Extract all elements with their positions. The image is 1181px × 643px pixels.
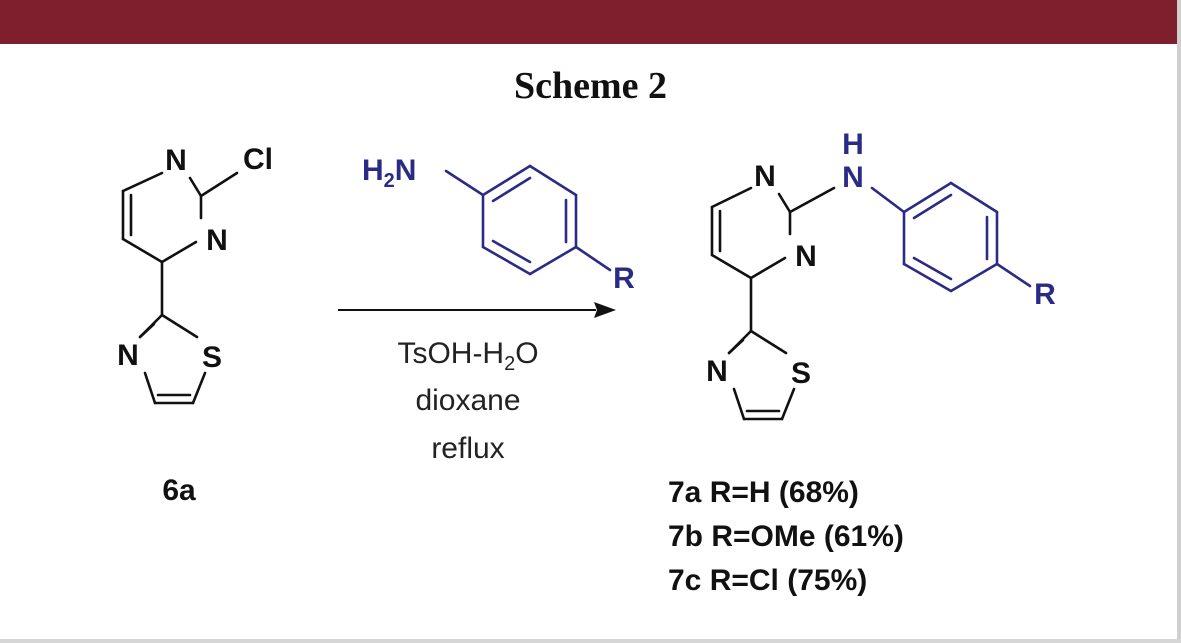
product-nh-nitrogen: N bbox=[842, 161, 864, 194]
atom-n1-6a: N bbox=[165, 144, 187, 177]
atom-thiazole-s-7: S bbox=[791, 357, 811, 390]
reagent-aniline bbox=[444, 164, 612, 276]
atom-thiazole-n-7: N bbox=[706, 355, 728, 388]
reagent-r-group: R bbox=[613, 262, 635, 295]
condition-temperature: reflux bbox=[431, 432, 504, 465]
condition-catalyst-subscript: 2 bbox=[504, 353, 515, 375]
atom-thiazole-n-6a: N bbox=[117, 339, 139, 372]
scheme-title: Scheme 2 bbox=[513, 65, 668, 107]
header-bar bbox=[0, 0, 1181, 44]
atom-cl-6a: Cl bbox=[243, 143, 273, 176]
atom-n3-6a: N bbox=[206, 224, 228, 257]
condition-catalyst-suffix: O bbox=[515, 337, 538, 370]
product-label-7b: 7b R=OMe (61%) bbox=[668, 520, 904, 553]
frame-edge-bottom bbox=[0, 639, 1181, 643]
reagent-amine-subscript: 2 bbox=[384, 170, 395, 192]
reactant-6a bbox=[121, 171, 239, 405]
compound-label-6a: 6a bbox=[162, 474, 196, 507]
product-7-core bbox=[710, 186, 836, 421]
atom-n1-7: N bbox=[754, 160, 776, 193]
product-r-group: R bbox=[1034, 278, 1056, 311]
condition-catalyst: TsOH-H2O bbox=[397, 337, 538, 375]
reagent-amine-n: N bbox=[395, 154, 417, 187]
product-nh-hydrogen: H bbox=[842, 128, 864, 161]
reagent-amine-group: H2N bbox=[362, 154, 416, 192]
atom-thiazole-s-6a: S bbox=[202, 341, 222, 374]
frame-edge-right bbox=[1177, 0, 1181, 643]
product-7-aryl bbox=[870, 181, 1032, 293]
reagent-amine-h: H bbox=[362, 154, 384, 187]
reaction-arrow bbox=[338, 302, 616, 318]
atom-n3-7: N bbox=[795, 240, 817, 273]
product-label-7c: 7c R=Cl (75%) bbox=[668, 564, 867, 597]
product-label-7a: 7a R=H (68%) bbox=[668, 476, 859, 509]
condition-solvent: dioxane bbox=[415, 384, 520, 417]
condition-catalyst-prefix: TsOH-H bbox=[397, 337, 504, 370]
